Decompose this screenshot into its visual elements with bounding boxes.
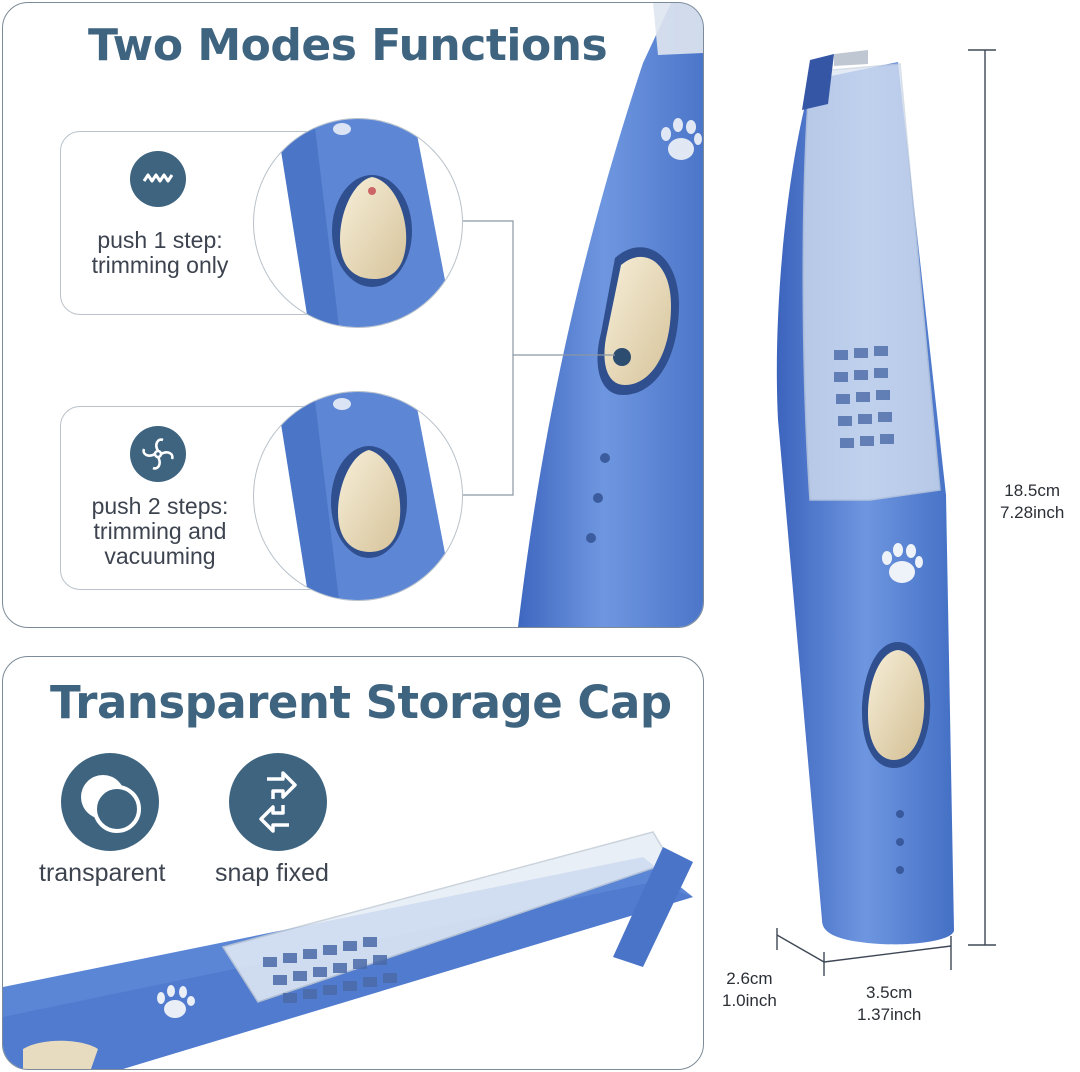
height-dimension-label: 18.5cm 7.28inch: [1000, 481, 1065, 522]
width-dimension-label: 3.5cm 1.37inch: [857, 983, 922, 1024]
transparent-circles-icon: [61, 753, 159, 851]
modes-panel: push 1 step: trimming only push 2 steps:…: [2, 2, 704, 628]
feature-label-snap-fixed: snap fixed: [215, 859, 329, 887]
button-zoom-two-image: [253, 391, 463, 601]
trimmer-cap-image: [3, 831, 693, 1069]
trimmer-full-product-image: [776, 49, 996, 976]
trimmer-closeup-image: [463, 3, 703, 627]
fan-icon: [130, 426, 186, 482]
storage-cap-title: Transparent Storage Cap: [50, 676, 672, 729]
snap-arrows-icon: [229, 753, 327, 851]
mode-one-description: push 1 step: trimming only: [91, 227, 229, 278]
depth-dimension-label: 2.6cm 1.0inch: [722, 969, 777, 1010]
storage-cap-panel: transparent snap fixed: [2, 656, 704, 1070]
feature-label-transparent: transparent: [39, 859, 166, 887]
mode-two-description: push 2 steps: trimming and vacuuming: [91, 493, 229, 569]
modes-title: Two Modes Functions: [88, 20, 608, 71]
wave-icon: [130, 151, 186, 207]
button-zoom-one-image: [253, 118, 463, 328]
